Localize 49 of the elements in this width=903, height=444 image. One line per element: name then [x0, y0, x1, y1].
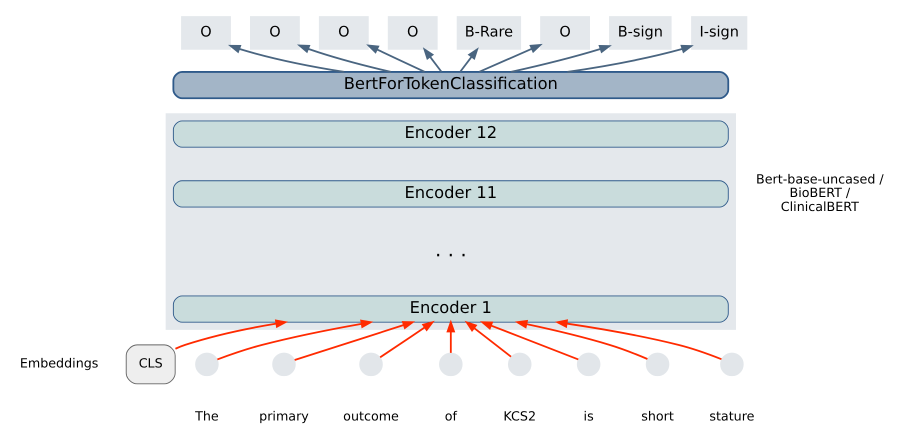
arrow [446, 320, 456, 353]
arrow [228, 44, 344, 73]
node-circle [646, 352, 670, 376]
node-box: BertForTokenClassification [172, 71, 730, 100]
arrow [567, 44, 694, 73]
node-box: B-Rare [456, 16, 522, 50]
node-circle [576, 352, 600, 376]
node-label: stature [709, 408, 754, 424]
label: Embeddings [20, 356, 98, 371]
node-label: KCS2 [503, 408, 536, 424]
node-circle [195, 352, 219, 376]
node-label: outcome [343, 408, 399, 424]
arrow [217, 320, 374, 360]
node-circle [272, 352, 296, 376]
arrow [514, 320, 648, 360]
node-circle [508, 352, 532, 376]
node-label: Bert-base-uncased / BioBERT / ClinicalBERT [756, 172, 884, 214]
arrow [422, 47, 442, 72]
arrow [175, 319, 288, 350]
node-box: CLS [126, 344, 176, 384]
arrow [554, 319, 722, 360]
node-box: O [250, 16, 300, 50]
arrow [478, 44, 543, 73]
node-box: I-sign [691, 16, 748, 50]
node-box: Encoder 11 [172, 180, 729, 208]
node-box: O [181, 16, 231, 50]
node-label: The [195, 408, 219, 424]
node-box: O [540, 16, 590, 50]
arrow [510, 44, 612, 73]
node-circle [439, 352, 463, 376]
arrow [480, 321, 579, 360]
node-label: short [641, 408, 674, 424]
node-box: O [318, 16, 369, 50]
node-box: Encoder 1 [172, 295, 729, 323]
node-box: O [388, 16, 438, 50]
node-circle [720, 352, 744, 376]
arrow [296, 44, 392, 73]
arrow [464, 320, 512, 358]
arrow [380, 320, 435, 358]
arrow [294, 321, 416, 361]
node-box: Encoder 12 [172, 120, 729, 148]
arrow [460, 47, 479, 72]
node-box: B-sign [609, 16, 672, 50]
node-label: primary [259, 408, 309, 424]
node-label: of [444, 408, 457, 424]
node-label: is [584, 408, 594, 424]
label: · · · [434, 242, 467, 267]
node-circle [359, 352, 383, 376]
arrow [366, 44, 426, 73]
